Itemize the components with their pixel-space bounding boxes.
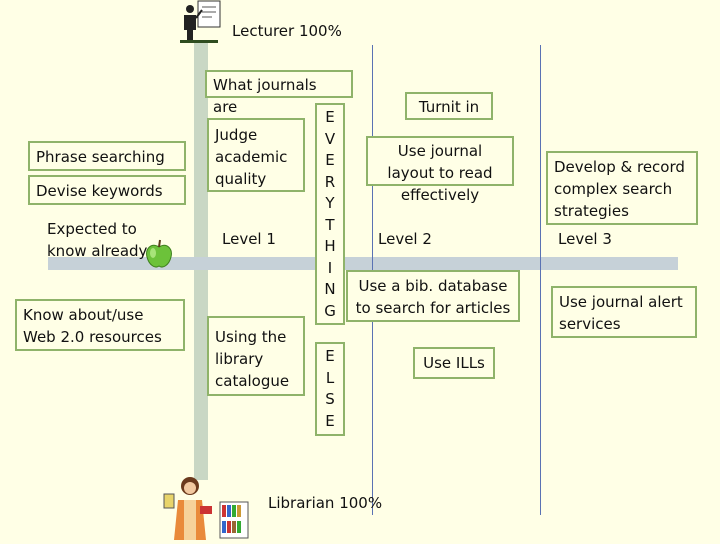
everything-letter: G xyxy=(324,301,336,320)
library-catalogue-box: Using the library catalogue xyxy=(207,316,305,396)
everything-letter: N xyxy=(324,280,336,298)
bib-database-box: Use a bib. database to search for articl… xyxy=(346,270,520,322)
else-letter: S xyxy=(325,390,335,408)
level-2-label: Level 2 xyxy=(378,230,432,248)
what-journals-are-label: What journals are xyxy=(205,70,353,116)
journal-alert-box: Use journal alert services xyxy=(551,286,697,338)
turnit-in-label: Turnit in xyxy=(405,92,493,120)
else-box: E L S E xyxy=(315,342,345,436)
devise-keywords-box: Devise keywords xyxy=(28,175,186,205)
green-apple-icon xyxy=(144,238,174,270)
everything-letter: H xyxy=(324,237,336,255)
everything-letter: E xyxy=(325,108,335,126)
everything-letter: E xyxy=(325,151,335,169)
everything-letter: V xyxy=(324,129,336,148)
phrase-searching-box: Phrase searching xyxy=(28,141,186,171)
everything-letter: R xyxy=(324,172,336,191)
journal-layout-box: Use journal layout to read effectively xyxy=(366,136,514,204)
divider-line-2 xyxy=(540,45,541,515)
level-3-label: Level 3 xyxy=(558,230,612,248)
horizontal-axis xyxy=(48,257,678,270)
else-letter: L xyxy=(325,368,335,387)
librarian-label: Librarian 100% xyxy=(268,494,383,512)
level-1-label: Level 1 xyxy=(222,230,276,248)
use-ills-box: Use ILLs xyxy=(413,347,495,379)
lecturer-presenting-icon xyxy=(178,0,222,44)
everything-letter: Y xyxy=(325,194,335,212)
else-letter: E xyxy=(325,347,335,365)
everything-letter: I xyxy=(327,258,333,277)
everything-box: E V E R Y T H I N G xyxy=(315,103,345,325)
librarian-with-books-icon xyxy=(160,472,250,540)
develop-record-box: Develop & record complex search strategi… xyxy=(546,151,698,225)
web20-resources-box: Know about/use Web 2.0 resources xyxy=(15,299,185,351)
lecturer-label: Lecturer 100% xyxy=(232,22,342,40)
judge-academic-quality-box: Judge academic quality xyxy=(207,118,305,192)
everything-letter: T xyxy=(325,215,335,234)
else-letter: E xyxy=(325,411,335,430)
expected-to-know-label: Expected to know already xyxy=(47,220,148,260)
